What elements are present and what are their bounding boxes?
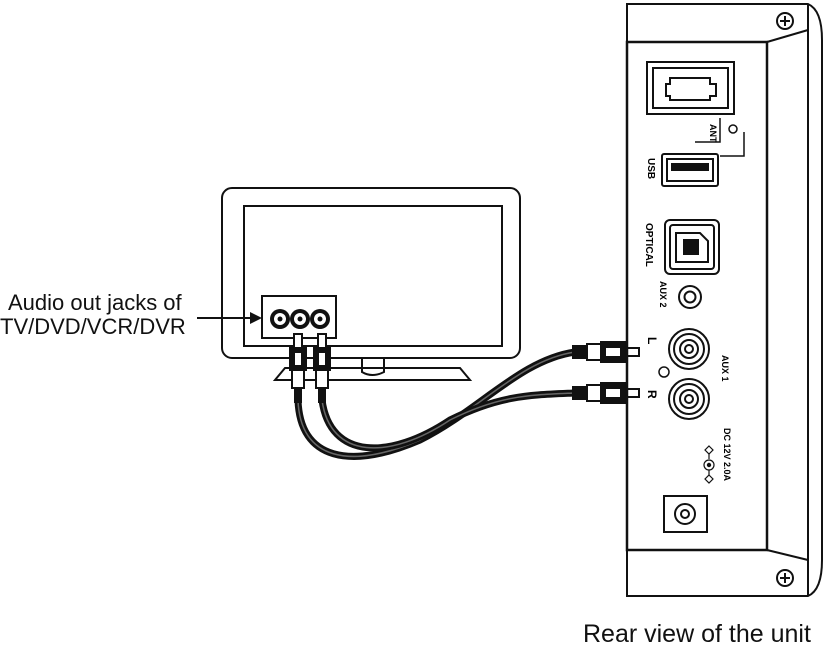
optical-port <box>664 219 720 275</box>
diagram-caption: Rear view of the unit <box>583 620 811 648</box>
tv-stand-neck <box>361 358 385 376</box>
tv-bezel <box>221 187 521 359</box>
callout-label-line-1: Audio out jacks of <box>8 290 182 315</box>
dc-power-port <box>663 495 708 533</box>
tv-jack-2 <box>290 309 310 329</box>
antenna-port <box>646 61 735 115</box>
tv-audio-jack-panel <box>261 295 337 339</box>
tv-stand-base <box>272 367 473 381</box>
tv-jack-3 <box>310 309 330 329</box>
callout-arrow <box>197 312 262 324</box>
aux2-jack <box>678 285 702 309</box>
rca-plug-tv-right <box>313 333 331 403</box>
tv-screen <box>243 205 503 347</box>
unit-recess <box>625 40 769 552</box>
rca-plug-unit-right <box>572 382 640 404</box>
rca-plug-unit-left <box>572 341 640 363</box>
usb-port <box>661 153 719 187</box>
ant-label: ANT <box>708 124 718 143</box>
unit-body <box>625 3 823 597</box>
aux1-label: AUX 1 <box>720 355 730 382</box>
usb-label: USB <box>645 158 656 179</box>
rca-plug-tv-left <box>289 333 307 403</box>
power-rating-label: DC 12V 2.0A <box>722 428 732 482</box>
aux1-left-jack <box>668 328 710 370</box>
aux2-label: AUX 2 <box>658 281 668 308</box>
polarity-icon <box>703 445 715 484</box>
optical-label: OPTICAL <box>643 223 654 267</box>
screw-bottom-icon <box>776 569 794 587</box>
rca-cables <box>294 348 579 460</box>
callout-label-line-2: TV/DVD/VCR/DVR <box>0 314 186 339</box>
antenna-terminal <box>695 118 745 157</box>
screw-top-icon <box>776 12 794 30</box>
unit-outline <box>626 3 823 597</box>
aux1-right-jack <box>668 378 710 420</box>
tv-jack-1 <box>270 309 290 329</box>
right-channel-label: R <box>645 390 659 399</box>
aux1-indicator <box>658 366 670 378</box>
tv-set <box>221 187 521 381</box>
left-channel-label: L <box>645 337 659 344</box>
